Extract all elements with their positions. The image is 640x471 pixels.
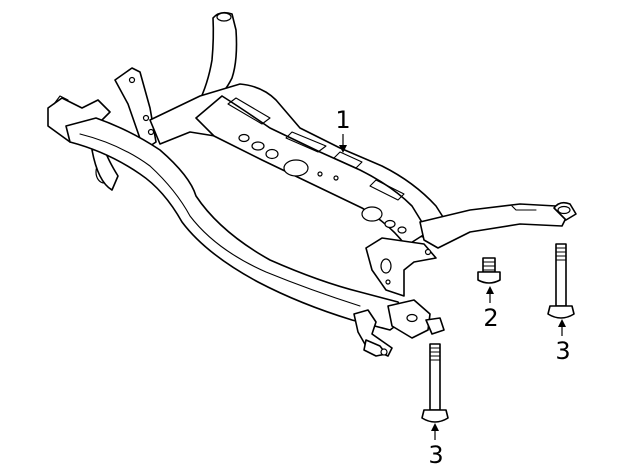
bolt-long-bottom [421,343,449,423]
callout-3-bottom: 3 [428,423,444,469]
callout-label-3-right: 3 [555,337,570,365]
callout-label-2: 2 [483,304,498,332]
callout-1: 1 [335,106,351,153]
callout-label-3-bottom: 3 [428,441,443,469]
bolt-short [477,257,501,284]
bolt-long-right [547,243,575,319]
subframe-drawing [47,11,577,357]
callout-3-right: 3 [555,319,571,365]
callout-label-1: 1 [335,106,350,134]
callout-2: 2 [483,286,499,332]
